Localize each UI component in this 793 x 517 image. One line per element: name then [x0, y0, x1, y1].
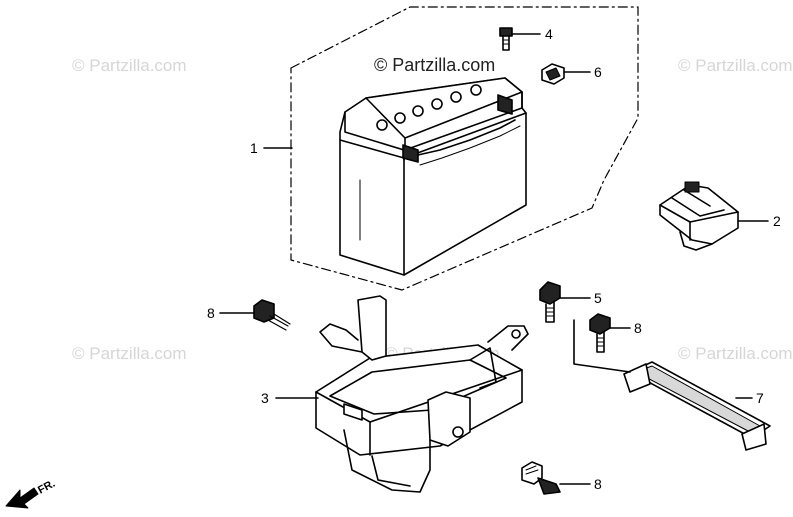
bolt-c-drawing: [521, 461, 561, 495]
callout-4: 4: [545, 26, 553, 42]
battery-band-drawing: [623, 361, 771, 451]
flange-bolt-drawing: [539, 281, 561, 323]
callout-8-right: 8: [634, 320, 642, 336]
watermark-top-right: © Partzilla.com: [678, 56, 793, 75]
bracket-line-5-7: [573, 319, 631, 373]
terminal-nut-drawing: [541, 63, 565, 85]
watermark-bottom-left: © Partzilla.com: [72, 344, 187, 363]
watermark-bottom-right: © Partzilla.com: [678, 344, 793, 363]
terminal-bolt-drawing: [499, 27, 513, 51]
battery-drawing: [339, 77, 527, 276]
battery-box-drawing: [315, 295, 529, 493]
callout-1: 1: [250, 140, 258, 156]
callout-2: 2: [773, 213, 781, 229]
callout-8-bottom: 8: [594, 476, 602, 492]
callout-5: 5: [594, 290, 602, 306]
callout-8-left: 8: [207, 305, 215, 321]
watermark-main: © Partzilla.com: [374, 55, 496, 75]
watermark-top-left: © Partzilla.com: [72, 56, 187, 75]
callout-7: 7: [756, 390, 764, 406]
battery-cover-drawing: [659, 181, 739, 251]
callout-3: 3: [261, 390, 269, 406]
bolt-b-drawing: [589, 313, 611, 353]
battery-outline-dashed: [290, 6, 639, 291]
bolt-a-drawing: [253, 299, 291, 331]
callout-6: 6: [594, 64, 602, 80]
front-direction-arrow: [5, 487, 39, 509]
